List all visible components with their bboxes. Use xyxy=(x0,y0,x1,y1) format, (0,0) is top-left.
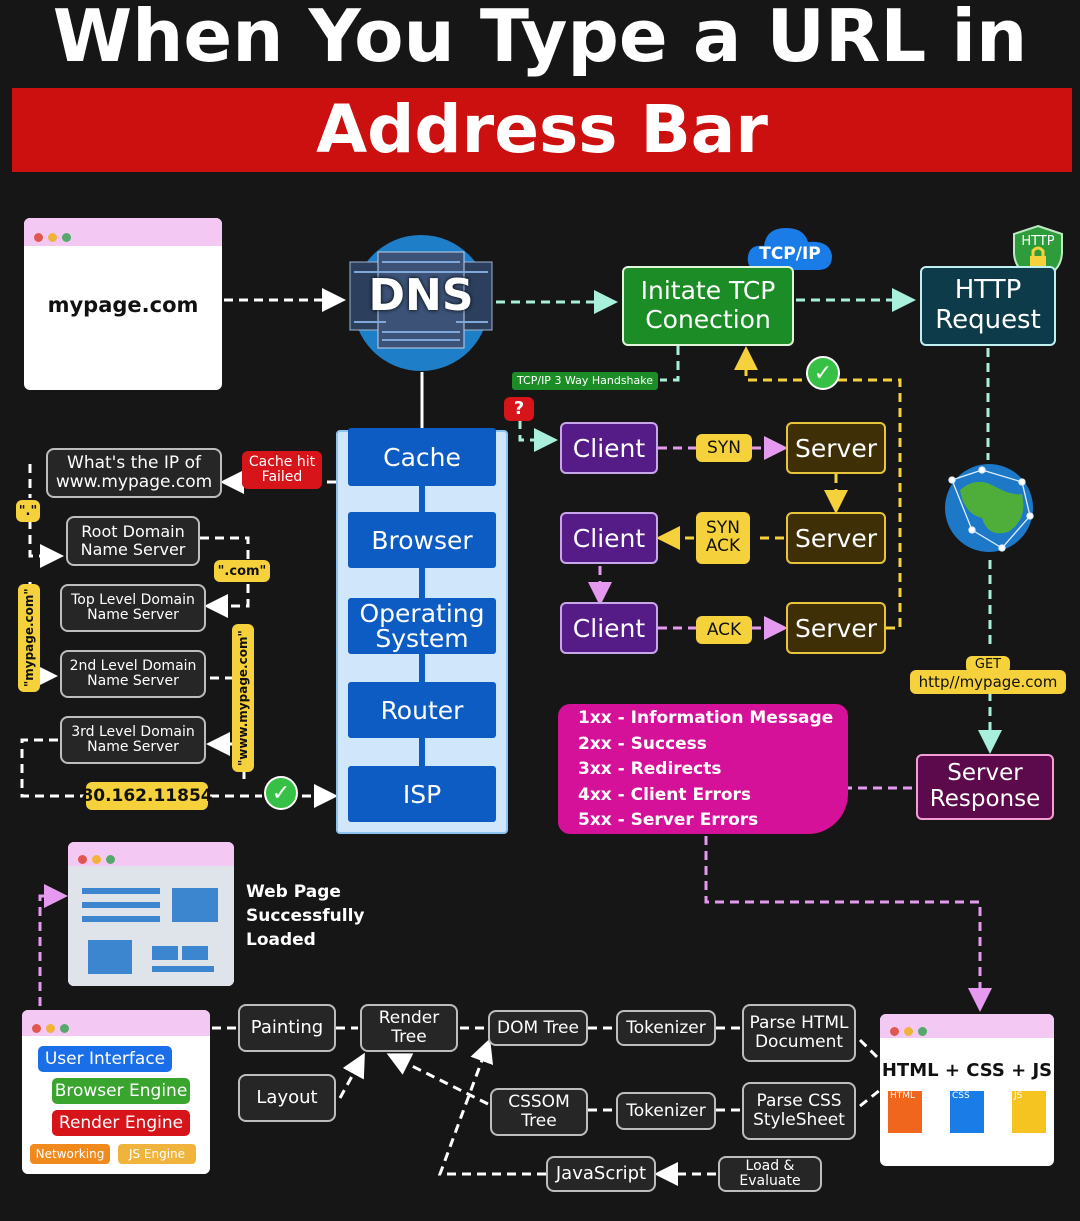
loaded-text: Web Page Successfully Loaded xyxy=(246,882,365,950)
cssom-tree-box: CSSOM Tree xyxy=(490,1088,588,1136)
handshake-server-2: Server xyxy=(786,512,886,564)
arch-browser-engine: Browser Engine xyxy=(52,1078,190,1104)
status-4xx: 4xx - Client Errors xyxy=(578,784,752,805)
css-file-icon: CSS xyxy=(950,1091,984,1133)
get-method-tag: GET xyxy=(966,656,1010,673)
title-banner: Address Bar xyxy=(12,88,1072,172)
internet-globe-icon xyxy=(945,464,1034,552)
initiate-tcp-box: Initate TCP Conection xyxy=(622,266,794,346)
arch-user-interface: User Interface xyxy=(38,1046,172,1072)
third-level-name-server: 3rd Level Domain Name Server xyxy=(60,716,206,764)
stack-browser: Browser xyxy=(348,512,496,568)
second-level-name-server: 2nd Level Domain Name Server xyxy=(60,650,206,698)
stack-router: Router xyxy=(348,682,496,738)
syn-tag: SYN xyxy=(696,434,752,462)
render-tree-box: Render Tree xyxy=(360,1004,458,1052)
stack-isp: ISP xyxy=(348,766,496,822)
dns-label: DNS xyxy=(368,270,474,321)
loaded-window-titlebar xyxy=(68,842,234,866)
arch-networking: Networking xyxy=(30,1144,110,1164)
tokenizer-html-box: Tokenizer xyxy=(616,1010,716,1046)
https-shield-label: HTTP xyxy=(1021,234,1055,249)
layout-box: Layout xyxy=(238,1074,336,1122)
painting-box: Painting xyxy=(238,1004,336,1052)
root-dot-tag: "." xyxy=(16,500,40,522)
load-evaluate-box: Load & Evaluate xyxy=(718,1156,822,1192)
com-tag: ".com" xyxy=(214,560,270,582)
dom-tree-box: DOM Tree xyxy=(488,1010,588,1046)
handshake-tag: TCP/IP 3 Way Handshake xyxy=(512,372,658,390)
stack-cache: Cache xyxy=(348,428,496,486)
handshake-client-2: Client xyxy=(560,512,658,564)
parse-css-box: Parse CSS StyleSheet xyxy=(742,1082,856,1140)
parse-html-box: Parse HTML Document xyxy=(742,1004,856,1062)
files-title: HTML + CSS + JS xyxy=(881,1060,1053,1081)
server-response-box: Server Response xyxy=(916,754,1054,820)
ip-address-tag: 80.162.11854 xyxy=(81,782,213,810)
files-window: HTML + CSS + JS HTML CSS JS xyxy=(880,1014,1054,1166)
check-icon-ip: ✓ xyxy=(264,776,298,810)
arch-window-titlebar xyxy=(22,1010,210,1036)
address-bar-url[interactable]: mypage.com xyxy=(47,293,199,317)
status-1xx: 1xx - Information Message xyxy=(578,708,834,728)
handshake-client-3: Client xyxy=(560,602,658,654)
tokenizer-css-box: Tokenizer xyxy=(616,1092,716,1130)
arch-js-engine: JS Engine xyxy=(118,1144,196,1164)
status-5xx: 5xx - Server Errors xyxy=(578,810,759,830)
javascript-box: JavaScript xyxy=(546,1156,656,1192)
get-url-tag: http//mypage.com xyxy=(910,670,1066,694)
root-name-server: Root Domain Name Server xyxy=(66,516,200,566)
page-wireframe-icon xyxy=(68,866,234,986)
status-3xx: 3xx - Redirects xyxy=(578,759,722,779)
http-request-box: HTTP Request xyxy=(920,266,1056,346)
mypage-com-tag: "mypage.com" xyxy=(18,584,40,692)
loaded-page-window xyxy=(68,842,234,986)
status-2xx: 2xx - Success xyxy=(578,733,707,754)
tld-name-server: Top Level Domain Name Server xyxy=(60,584,206,632)
html-file-icon: HTML xyxy=(888,1091,922,1133)
ip-question-box: What's the IP of www.mypage.com xyxy=(46,448,222,498)
stack-operating-system: Operating System xyxy=(348,598,496,654)
synack-tag: SYN ACK xyxy=(696,512,750,564)
arch-render-engine: Render Engine xyxy=(52,1110,190,1136)
window-titlebar xyxy=(24,218,222,246)
dns-globe-icon xyxy=(349,235,493,371)
question-badge: ? xyxy=(504,397,534,421)
file-icons: HTML CSS JS xyxy=(880,1081,1054,1141)
handshake-client-1: Client xyxy=(560,422,658,474)
check-icon-handshake: ✓ xyxy=(806,356,840,390)
handshake-server-3: Server xyxy=(786,602,886,654)
cloud-icon xyxy=(747,228,832,270)
tcp-ip-cloud-label: TCP/IP xyxy=(759,244,821,264)
handshake-server-1: Server xyxy=(786,422,886,474)
www-mypage-tag: "www.mypage.com" xyxy=(232,624,254,772)
title-line-1: When You Type a URL in xyxy=(52,0,1028,78)
cache-failed-tag: Cache hit Failed xyxy=(242,451,322,489)
js-file-icon: JS xyxy=(1012,1091,1046,1133)
status-codes-panel: 1xx - Information Message 2xx - Success … xyxy=(558,704,848,834)
browser-window: mypage.com xyxy=(24,218,222,390)
ack-tag: ACK xyxy=(696,616,752,644)
files-window-titlebar xyxy=(880,1014,1054,1038)
